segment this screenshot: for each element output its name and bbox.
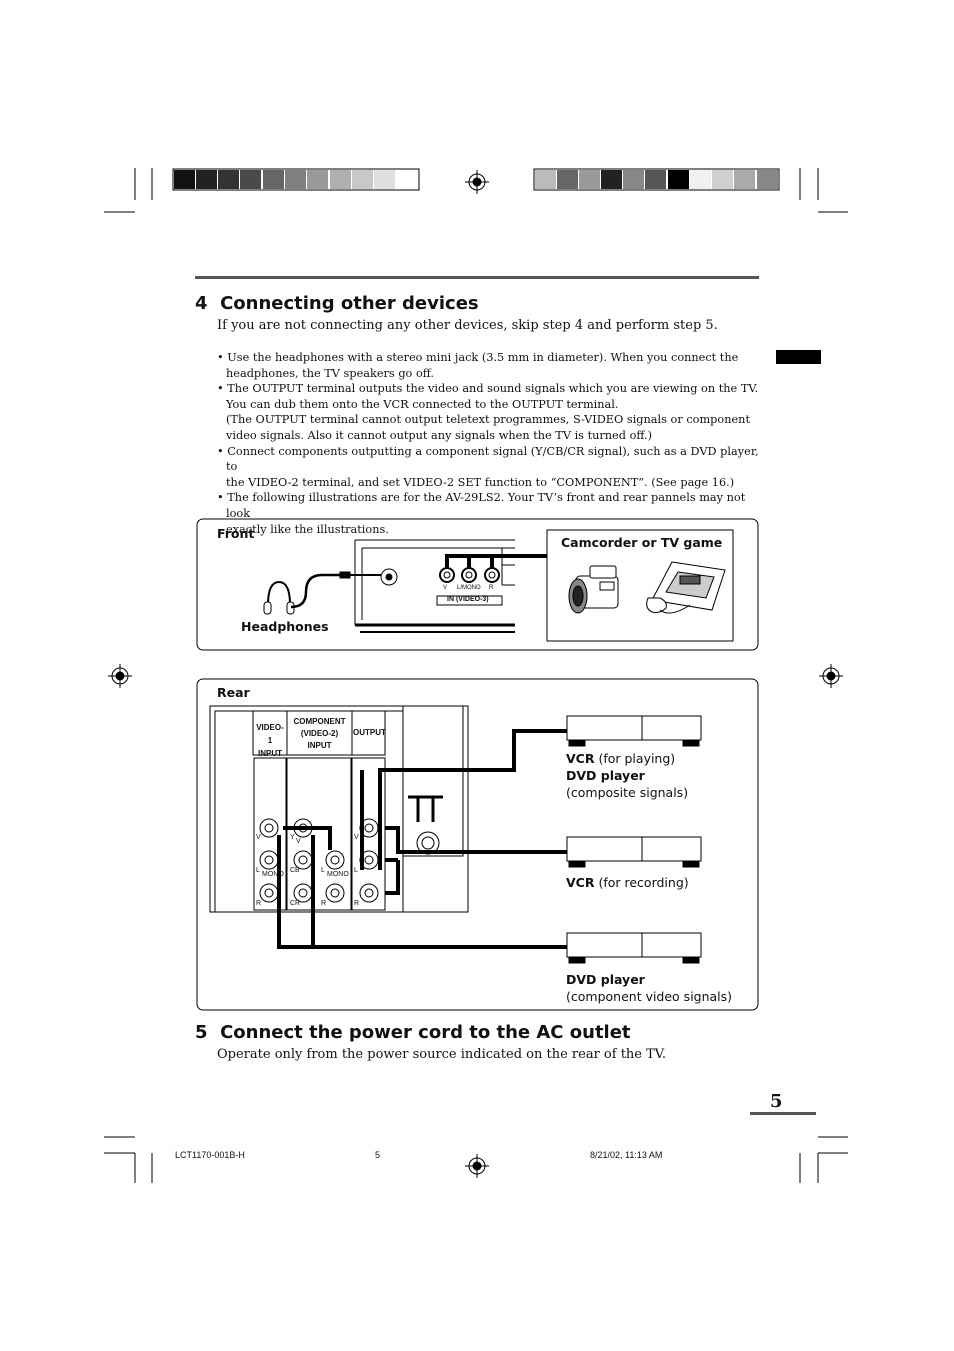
rear-jack-r2-label: R — [321, 900, 327, 907]
section5-number: 5 — [195, 1022, 208, 1043]
dvd-component-caption: DVD player (component video signals) — [566, 971, 756, 1005]
rear-jack-mono1-label: MONO — [262, 871, 284, 878]
registration-mark-right — [819, 664, 843, 688]
vcr-recording-text: (for recording) — [594, 875, 689, 890]
front-in-label: IN (VIDEO-3) — [447, 596, 489, 603]
video1-sub-label: INPUT — [258, 749, 282, 758]
front-jack-r-label: R — [489, 585, 494, 591]
rear-jack-r3-label: R — [354, 900, 360, 907]
registration-mark-bottom — [465, 1154, 489, 1178]
section4-number: 4 — [195, 293, 208, 314]
front-jack-v-label: V — [443, 585, 448, 591]
dvd-composite-bold: DVD player — [566, 768, 645, 783]
front-panel-box — [196, 518, 759, 651]
crop-marks-top — [104, 168, 848, 1183]
bullet-line: • Use the headphones with a stereo mini … — [217, 351, 739, 364]
section4-intro: If you are not connecting any other devi… — [217, 318, 718, 333]
bullet-line: the VIDEO-2 terminal, and set VIDEO-2 SE… — [226, 475, 735, 489]
vcr-playing-device — [566, 715, 702, 747]
vcr-playing-text: (for playing) — [594, 751, 676, 766]
vcr-playing-caption: VCR (for playing) DVD player (composite … — [566, 750, 756, 801]
headphones-label: Headphones — [241, 619, 329, 634]
section4-title: Connecting other devices — [220, 293, 479, 314]
section4-bullets: • Use the headphones with a stereo mini … — [217, 350, 762, 537]
rear-jack-cr-label: CR — [290, 900, 301, 907]
rear-jack-v3-label: V — [354, 834, 359, 841]
rear-jack-mono2-label: MONO — [327, 871, 349, 878]
component-label: COMPONENT — [293, 717, 346, 726]
rear-tv-panel — [209, 705, 469, 913]
bullet-line: headphones, the TV speakers go off. — [226, 366, 434, 380]
component-sub2-label: INPUT — [307, 741, 332, 750]
section-rule — [195, 276, 759, 279]
vcr-recording-device — [566, 836, 702, 868]
rear-jack-l1-label: L — [256, 867, 260, 874]
color-bar-left — [172, 168, 420, 191]
video1-input-label: VIDEO-1 INPUT — [255, 721, 285, 760]
vcr-recording-bold: VCR — [566, 875, 595, 890]
component-input-label: COMPONENT (VIDEO-2) INPUT — [288, 716, 351, 752]
rear-jack-v2-label: V — [296, 838, 301, 845]
rear-jack-l3-label: L — [354, 867, 358, 874]
rear-jack-r1-label: R — [256, 900, 262, 907]
bullet-line: • Connect components outputting a compon… — [217, 444, 759, 474]
front-label: Front — [217, 526, 255, 541]
bullet-line: (The OUTPUT terminal cannot output telet… — [226, 413, 750, 427]
vcr-recording-caption: VCR (for recording) — [566, 874, 756, 891]
side-tab — [776, 350, 821, 364]
headphones-icon — [263, 571, 381, 615]
camcorder-label: Camcorder or TV game — [561, 535, 723, 550]
rear-jack-y-label: Y — [290, 834, 295, 841]
rear-label: Rear — [217, 685, 250, 700]
bullet-line: video signals. Also it cannot output any… — [226, 428, 652, 442]
footer-date: 8/21/02, 11:13 AM — [590, 1150, 663, 1160]
dvd-component-device — [566, 932, 702, 964]
section4-heading: 4 Connecting other devices — [195, 293, 479, 314]
bullet-line: You can dub them onto the VCR connected … — [226, 397, 619, 411]
rear-jack-v1-label: V — [256, 834, 261, 841]
dvd-component-bold: DVD player — [566, 972, 645, 987]
section5-heading: 5 Connect the power cord to the AC outle… — [195, 1022, 631, 1043]
footer-page: 5 — [375, 1150, 381, 1160]
bullet-line: • The following illustrations are for th… — [217, 491, 746, 520]
vcr-playing-bold: VCR — [566, 751, 595, 766]
color-bar-right — [533, 168, 780, 191]
section5-title: Connect the power cord to the AC outlet — [220, 1022, 631, 1043]
bullet-line: • The OUTPUT terminal outputs the video … — [217, 382, 759, 396]
output-label: OUTPUT — [353, 728, 386, 737]
page-number: 5 — [770, 1091, 783, 1112]
rear-cables — [277, 729, 567, 949]
front-jack-lmono-label: L/MONO — [457, 585, 481, 591]
bullet-line: exactly like the illustrations. — [226, 522, 389, 536]
page-number-rule — [750, 1112, 816, 1115]
footer-code: LCT1170-001B-H — [175, 1150, 245, 1160]
rear-panel-box — [196, 678, 759, 1011]
front-av-cable — [445, 554, 548, 568]
dvd-component-text: (component video signals) — [566, 989, 733, 1004]
camcorder-icon — [568, 565, 619, 614]
video1-label: VIDEO-1 — [256, 723, 284, 745]
front-tv-panel — [354, 539, 515, 633]
registration-mark-top — [465, 170, 489, 194]
rear-jack-cb-label: CB — [290, 867, 300, 874]
game-console-icon — [646, 561, 726, 614]
dvd-composite-text: (composite signals) — [566, 785, 689, 800]
section5-text: Operate only from the power source indic… — [217, 1047, 667, 1062]
component-sub1-label: (VIDEO-2) — [300, 729, 339, 738]
rear-jack-l2-label: L — [321, 867, 325, 874]
registration-mark-left — [108, 664, 132, 688]
